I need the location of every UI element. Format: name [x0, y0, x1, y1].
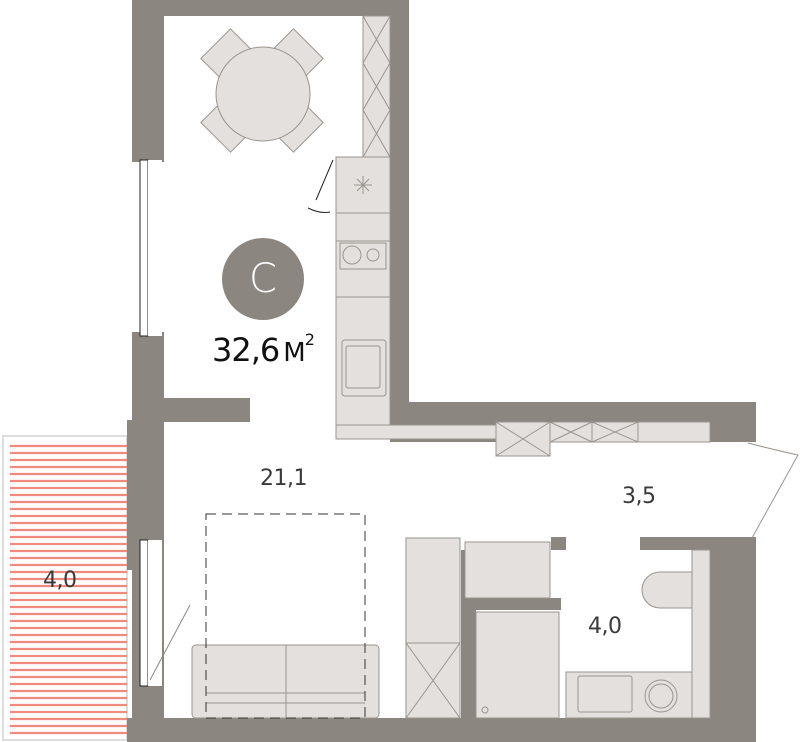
sofa [191, 644, 380, 719]
room-area-balcony: 4,0 [43, 568, 77, 593]
bed-outline [205, 513, 366, 719]
door-swing [307, 159, 334, 213]
room-area-bathroom: 4,0 [588, 614, 622, 639]
windows [139, 159, 191, 687]
room-area-hallway: 3,5 [622, 484, 656, 509]
room-area-living: 21,1 [260, 466, 307, 491]
wardrobe [405, 537, 560, 719]
total-area-value: 32,6 [212, 331, 280, 369]
balcony-hatch [10, 444, 127, 735]
fridge-icon [354, 176, 372, 194]
entry-door [747, 442, 799, 539]
total-area-unit: М [283, 338, 305, 368]
balcony [2, 435, 128, 741]
total-area-power: 2 [304, 330, 315, 350]
dining-table [200, 28, 324, 153]
kitchen-unit [335, 15, 711, 457]
apartment-type-badge: С [222, 238, 304, 320]
bathroom-fixtures [565, 549, 711, 719]
